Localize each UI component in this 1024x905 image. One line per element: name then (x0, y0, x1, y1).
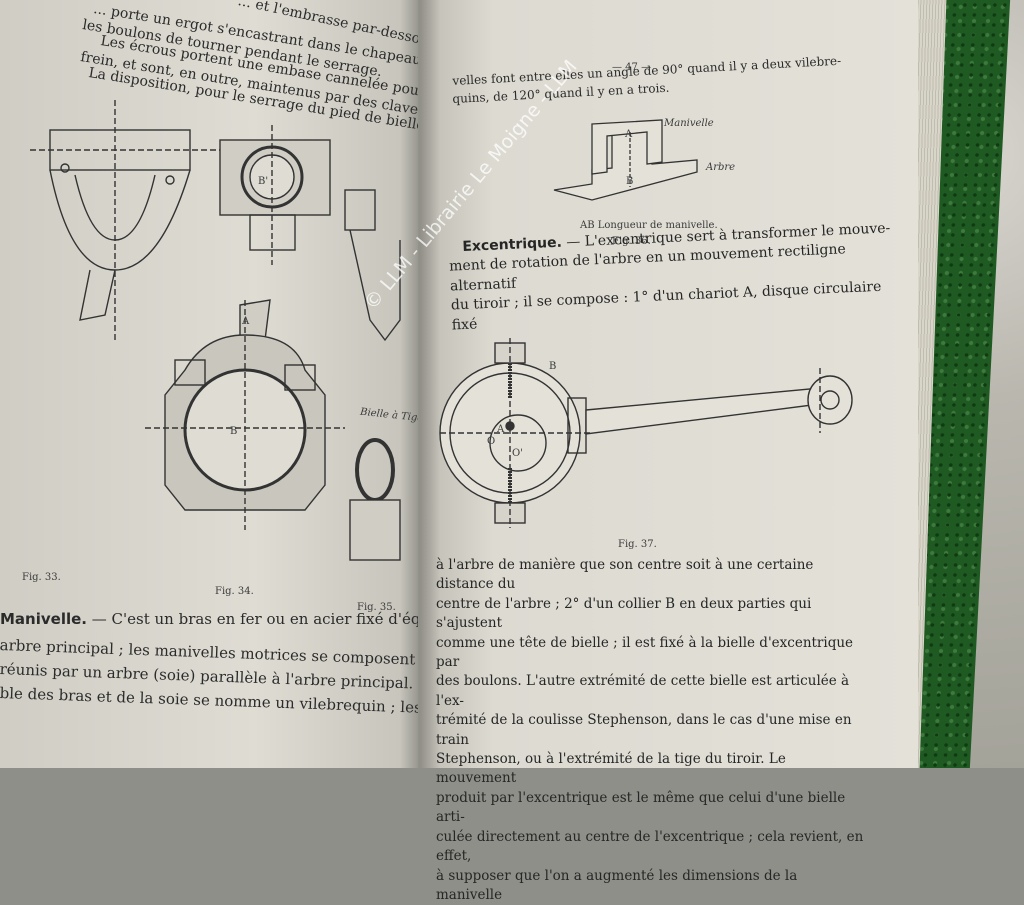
fig-label: B (549, 357, 556, 376)
text-line: Stephenson, ou à l'extrémité de la tige … (436, 750, 866, 789)
text-line: comme une tête de bielle ; il est fixé à… (436, 634, 866, 673)
fig-label: O (487, 432, 495, 451)
manivelle-heading: Manivelle. — C'est un bras en fer ou en … (0, 610, 462, 629)
text-line: produit par l'excentrique est le même qu… (436, 789, 866, 828)
text-line: à l'arbre de manière que son centre soit… (436, 556, 866, 595)
fig-label: Manivelle (664, 114, 714, 133)
body-paragraph: à l'arbre de manière que son centre soit… (436, 556, 866, 905)
text-line: trémité de la coulisse Stephenson, dans … (436, 711, 866, 750)
fig-label: A (242, 312, 249, 331)
fig-caption: Fig. 34. (215, 582, 254, 601)
fig34-main-drawing (145, 300, 345, 530)
fig-caption: Fig. 33. (22, 568, 61, 587)
fig-label: B (626, 172, 633, 191)
fig34-top-drawing (210, 125, 350, 265)
excentrique-heading: Excentrique. (462, 235, 562, 255)
text-line: des boulons. L'autre extrémité de cette … (436, 672, 866, 711)
manivelle-heading-text: Manivelle. (0, 610, 87, 628)
text-line: centre de l'arbre ; 2° d'un collier B en… (436, 595, 866, 634)
fig-label: O' (512, 444, 523, 463)
fig-label: A (497, 420, 504, 439)
fig-label: Arbre (706, 158, 735, 177)
text-line: à supposer que l'on a augmenté les dimen… (436, 867, 866, 905)
fig37-drawing (440, 338, 870, 528)
fig-label: B' (258, 172, 268, 191)
fig-label: A (625, 125, 632, 144)
fig-label: B (230, 422, 237, 441)
excentrique-paragraph: Excentrique. — L'excentrique sert à tran… (462, 219, 896, 335)
fig-caption: Fig. 37. (618, 535, 657, 554)
left-page: ... et l'embrasse par-dessous. ... porte… (0, 0, 425, 768)
book-gutter (400, 0, 440, 768)
text-line: culée directement au centre de l'excentr… (436, 828, 866, 867)
